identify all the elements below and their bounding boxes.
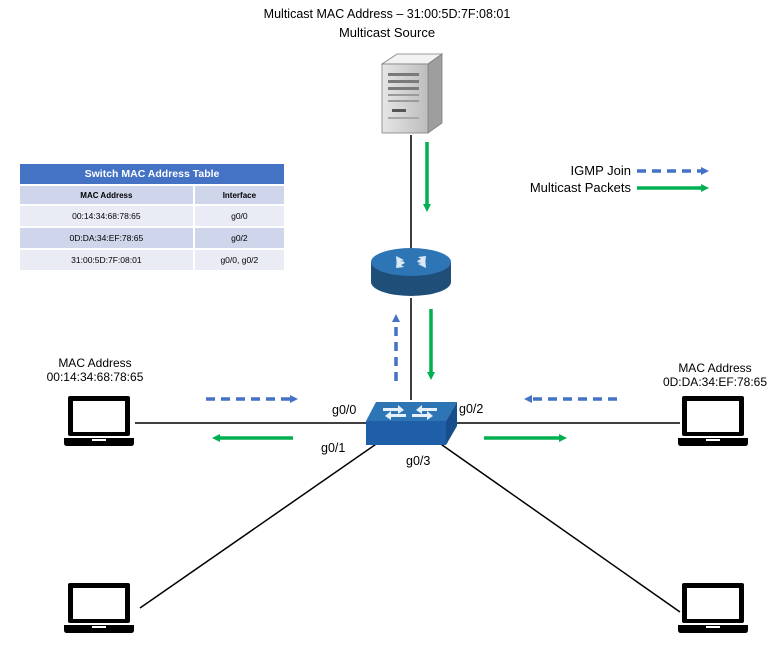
left-host-mac-value: 00:14:34:68:78:65 xyxy=(46,370,144,384)
laptop-icon xyxy=(678,396,748,446)
legend-multicast-packets-label: Multicast Packets xyxy=(529,180,631,195)
port-label-g01: g0/1 xyxy=(321,441,346,455)
mac-table-header-mac: MAC Address xyxy=(20,184,194,205)
right-host-mac-label: MAC Address 0D:DA:34:EF:78:65 xyxy=(660,361,770,389)
laptop-icon xyxy=(64,396,134,446)
table-row: 0D:DA:34:EF:78:65 g0/2 xyxy=(20,226,284,249)
mac-table-title: Switch MAC Address Table xyxy=(20,164,284,185)
mac-cell: 31:00:5D:7F:08:01 xyxy=(20,248,194,270)
laptop-icon xyxy=(64,583,134,633)
right-host-mac-title: MAC Address xyxy=(678,361,752,375)
port-label-g03: g0/3 xyxy=(406,454,431,468)
switch-icon xyxy=(366,402,457,445)
server-icon xyxy=(380,53,444,134)
mac-cell: 0D:DA:34:EF:78:65 xyxy=(20,226,194,249)
network-links xyxy=(135,135,681,613)
switch-mac-table: Switch MAC Address Table MAC Address Int… xyxy=(20,164,284,270)
multicast-source-label: Multicast Source xyxy=(338,25,436,40)
link-g03 xyxy=(434,439,681,613)
right-host-mac-value: 0D:DA:34:EF:78:65 xyxy=(662,375,768,389)
table-row: 31:00:5D:7F:08:01 g0/0, g0/2 xyxy=(20,248,284,270)
multicast-mac-label: Multicast MAC Address – 31:00:5D:7F:08:0… xyxy=(263,7,511,21)
port-label-g02: g0/2 xyxy=(459,402,484,416)
interface-cell: g0/0, g0/2 xyxy=(192,248,284,270)
link-g01 xyxy=(139,439,383,609)
laptop-icon xyxy=(678,583,748,633)
legend-igmp-join-label: IGMP Join xyxy=(570,163,631,178)
interface-cell: g0/0 xyxy=(192,204,284,227)
left-host-mac-label: MAC Address 00:14:34:68:78:65 xyxy=(40,356,150,384)
mac-cell: 00:14:34:68:78:65 xyxy=(20,204,194,227)
left-host-mac-title: MAC Address xyxy=(58,356,132,370)
port-label-g00: g0/0 xyxy=(332,403,357,417)
router-icon xyxy=(371,248,451,296)
traffic-arrows xyxy=(206,142,709,442)
interface-cell: g0/2 xyxy=(192,226,284,249)
mac-table-header-interface: Interface xyxy=(192,184,284,205)
table-row: 00:14:34:68:78:65 g0/0 xyxy=(20,204,284,227)
